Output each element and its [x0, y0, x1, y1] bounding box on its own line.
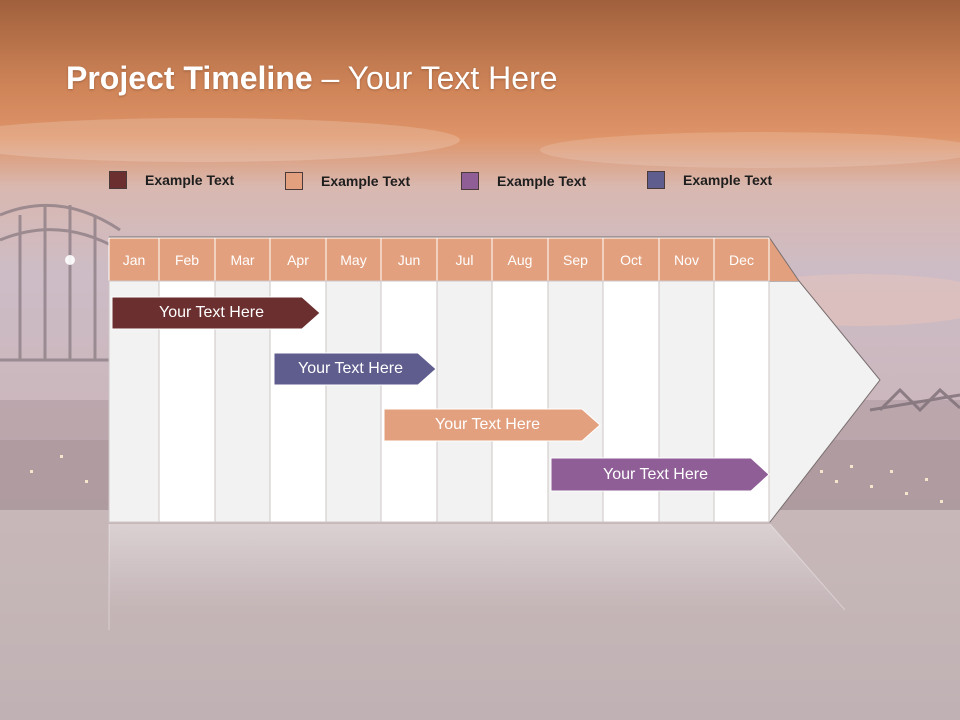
month-column — [491, 280, 549, 523]
legend-item: Example Text — [109, 169, 234, 191]
task-label: Your Text Here — [603, 466, 708, 483]
bridge-left — [0, 203, 121, 362]
task-label: Your Text Here — [159, 304, 264, 321]
month-column — [325, 280, 382, 523]
month-label: Mar — [230, 252, 255, 268]
legend-label: Example Text — [321, 173, 411, 189]
task-arrow — [111, 296, 321, 330]
month-header-cell — [214, 237, 271, 282]
task-arrow — [550, 457, 770, 492]
legend-label: Example Text — [145, 172, 235, 188]
title-bold: Project Timeline — [66, 60, 313, 96]
legend-item: Example Text — [461, 170, 586, 192]
month-column — [380, 280, 438, 523]
month-header-cell — [325, 237, 382, 282]
legend-swatch — [109, 171, 127, 189]
legend-swatch — [285, 172, 303, 190]
bridge-right — [869, 387, 960, 413]
month-label: Oct — [620, 252, 642, 268]
month-label: Dec — [729, 252, 754, 268]
title-rest: – Your Text Here — [312, 60, 558, 96]
month-label: Sep — [563, 252, 588, 268]
legend-swatch — [647, 171, 665, 189]
legend-label: Example Text — [497, 173, 587, 189]
legend-item: Example Text — [285, 170, 410, 192]
month-label: Apr — [287, 252, 309, 268]
page-title: Project Timeline – Your Text Here — [66, 60, 558, 97]
timeline-outline — [768, 236, 800, 282]
month-header-cell — [491, 237, 549, 282]
legend-swatch — [461, 172, 479, 190]
month-label: May — [340, 252, 367, 268]
city-lights — [30, 455, 943, 503]
legend-label: Example Text — [683, 172, 773, 188]
task-label: Your Text Here — [435, 416, 540, 433]
legend-item: Example Text — [647, 169, 772, 191]
month-header-cell — [269, 237, 327, 282]
month-label: Aug — [507, 252, 533, 268]
task-arrows — [111, 296, 770, 492]
month-label: Jul — [455, 252, 474, 268]
month-label: Nov — [674, 252, 699, 268]
month-label: Jan — [122, 252, 146, 268]
month-label: Feb — [174, 252, 200, 268]
month-column — [436, 280, 493, 523]
task-arrow — [273, 352, 437, 386]
month-header-cell — [158, 237, 216, 282]
month-header-cell — [380, 237, 438, 282]
month-header-cell — [547, 237, 604, 282]
month-header-cell — [108, 237, 160, 282]
task-arrow — [383, 408, 601, 442]
task-label: Your Text Here — [298, 360, 403, 377]
month-label: Jun — [397, 252, 421, 268]
